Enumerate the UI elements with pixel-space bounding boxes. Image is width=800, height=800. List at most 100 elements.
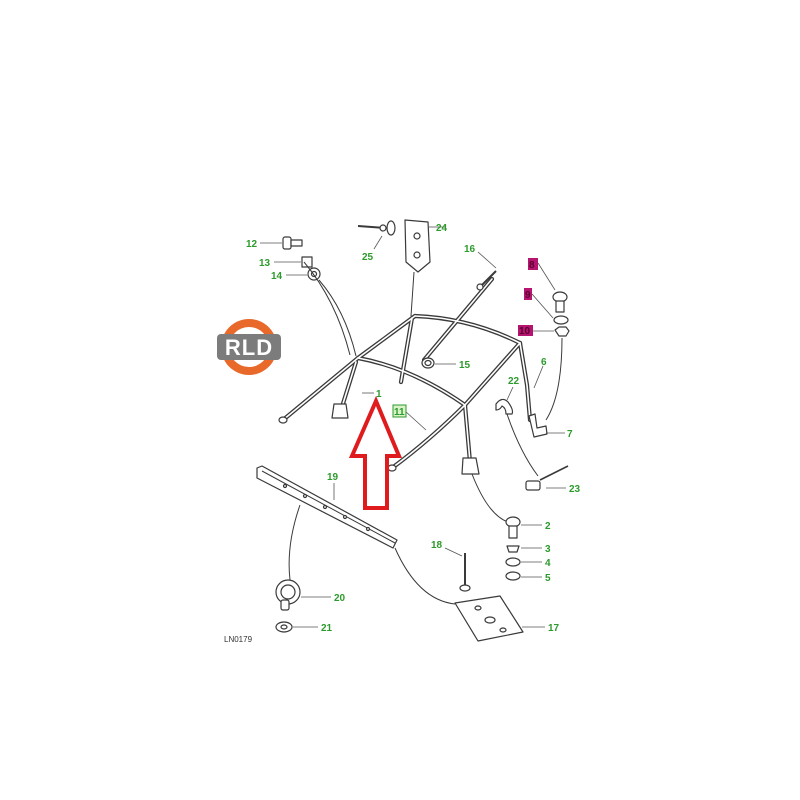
- part-24-bracket: [404, 219, 431, 317]
- callout-23: 23: [569, 484, 581, 495]
- tube-end-left: [278, 416, 288, 424]
- part-22-clip: [495, 398, 514, 415]
- bolt-18-head: [459, 584, 471, 592]
- bolt-12-shank: [290, 239, 303, 247]
- callout-22: 22: [508, 376, 520, 387]
- tube-left-side-inner: [282, 357, 359, 421]
- bolt-12-head: [282, 236, 292, 250]
- part-2-bolt: [505, 516, 521, 539]
- tube-diagonal-inner: [423, 278, 493, 361]
- curve-22-to-23: [506, 413, 539, 477]
- part-19-bar: [256, 465, 398, 549]
- leader-11: [404, 410, 427, 431]
- bar-19-hole-3: [322, 504, 328, 510]
- callout-16: 16: [464, 244, 476, 255]
- part-20-eyebolt: [275, 579, 301, 611]
- bracket-24-hole-top: [413, 232, 421, 240]
- tube-centre-leg-inner: [400, 317, 413, 383]
- callout-1: 1: [376, 389, 382, 400]
- callout-3: 3: [545, 544, 551, 555]
- part-23-pin: [525, 465, 569, 491]
- part-13-nut: [301, 256, 313, 268]
- bolt-25-head: [386, 220, 396, 236]
- bracket-24-plate: [404, 219, 431, 273]
- part-18-bolt: [459, 553, 471, 592]
- tube-front-bar-inner: [391, 404, 466, 469]
- eyebolt-20-shank: [280, 599, 290, 611]
- plate-17-hole-1: [474, 605, 482, 611]
- part-9-washer: [553, 315, 569, 325]
- part-12-bolt: [282, 236, 303, 250]
- part-17-plate: [454, 595, 524, 642]
- roll-cage-frame: [278, 276, 533, 475]
- part-21-washer-hole: [280, 624, 288, 630]
- leader-22: [506, 386, 514, 401]
- callout-8: 8: [529, 260, 535, 271]
- logo-text: RLD: [225, 335, 273, 360]
- leader-9: [531, 293, 554, 319]
- part-10-nut: [554, 326, 570, 337]
- pin-23-shank: [539, 465, 569, 481]
- callout-5: 5: [545, 573, 551, 584]
- part-7-fitting: [528, 413, 548, 438]
- callout-18: 18: [431, 540, 443, 551]
- part-8-bolt: [552, 291, 568, 313]
- tube-top-front-inner: [357, 357, 466, 406]
- bar-19-hole-5: [365, 526, 371, 532]
- callout-12: 12: [246, 239, 258, 250]
- curve-19-to-20: [288, 504, 301, 581]
- highlight-10: [518, 325, 533, 336]
- tube-left-leg-inner: [340, 361, 357, 411]
- pin-16-shank: [481, 270, 497, 286]
- part-4-washer: [505, 557, 521, 567]
- callout-20: 20: [334, 593, 346, 604]
- tube-top-rear-inner: [414, 315, 521, 344]
- logo-band: [217, 334, 281, 360]
- tube-end-front: [387, 464, 397, 472]
- bolt-25-collar: [379, 224, 387, 232]
- leader-25: [373, 235, 383, 250]
- part-3-washer: [506, 545, 520, 553]
- curve-foot-to-2: [471, 473, 509, 523]
- part-25-bolt: [357, 220, 396, 236]
- callout-6: 6: [541, 357, 547, 368]
- leader-16: [477, 251, 497, 269]
- callout-21: 21: [321, 623, 333, 634]
- plate-17-hole-3: [499, 627, 507, 633]
- curve-19-to-17: [394, 547, 456, 605]
- bolt-8-shank: [555, 300, 565, 313]
- callout-labels: 1 2 3 4 5 6 7 8 9 10 11 12 13 14 15 16 1…: [246, 223, 581, 634]
- bar-19-flange: [261, 470, 396, 544]
- bar-19-hole-4: [342, 514, 348, 520]
- curve-14-to-frame: [318, 279, 357, 357]
- part-15-ring-hole: [424, 359, 432, 367]
- curve-10-to-7: [545, 337, 563, 421]
- rld-logo: RLD: [217, 319, 281, 375]
- foot-front-right-leg: [461, 457, 480, 475]
- tube-top-front: [355, 355, 468, 408]
- leader-8: [537, 262, 556, 291]
- highlight-8: [528, 258, 538, 270]
- leader-18: [444, 547, 463, 557]
- bracket-24-link: [410, 271, 415, 317]
- callout-10: 10: [519, 326, 531, 337]
- tube-top-rear: [412, 313, 523, 346]
- tube-rear-right-leg-inner: [519, 342, 531, 421]
- bar-19-hole-1: [282, 483, 288, 489]
- eyebolt-20-eye: [280, 584, 296, 600]
- callout-11: 11: [394, 407, 405, 418]
- bar-19-hole-2: [302, 493, 308, 499]
- callout-2: 2: [545, 521, 551, 532]
- pin-16-head: [476, 283, 484, 291]
- highlight-11: [392, 404, 407, 418]
- pin-23-head: [525, 480, 541, 491]
- callout-17: 17: [548, 623, 560, 634]
- tube-top-right-inner: [464, 342, 521, 406]
- leader-6: [533, 365, 544, 389]
- plate-17-hole-2: [484, 616, 496, 624]
- part-5-nut: [505, 571, 521, 581]
- tube-front-right-leg-inner: [464, 404, 471, 463]
- callout-14: 14: [271, 271, 283, 282]
- red-arrow: [348, 395, 403, 510]
